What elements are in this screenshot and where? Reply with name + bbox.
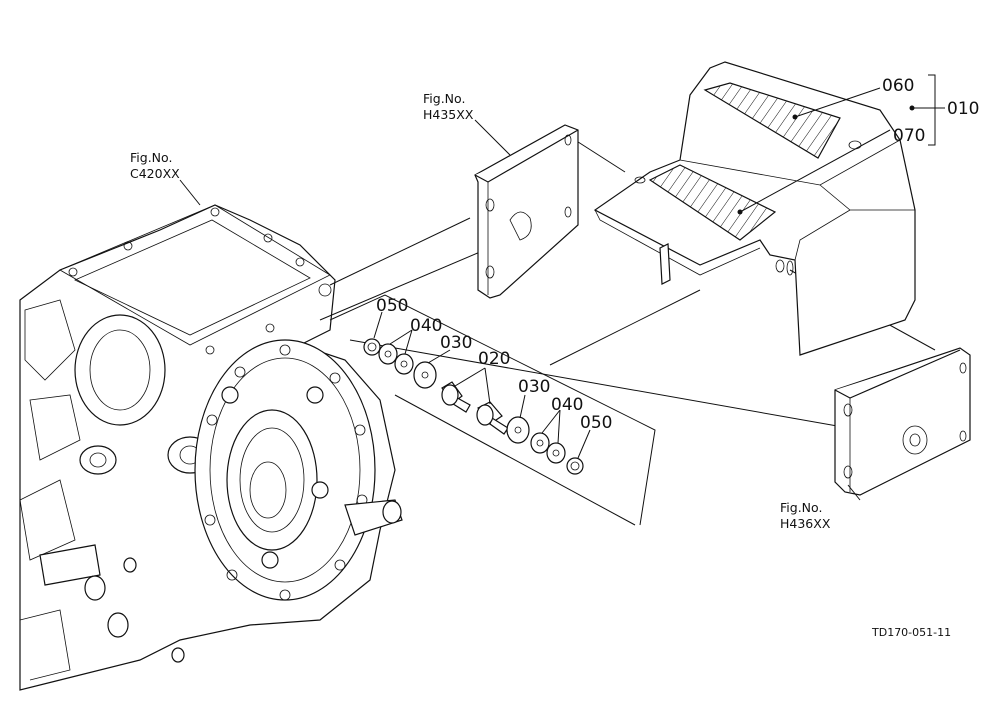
part-labels: 060 070 010 050 040 030 020 030 040 050 [376, 76, 979, 433]
label-010: 010 [947, 99, 979, 119]
label-050-right: 050 [580, 413, 612, 433]
washer-040-right-a [530, 432, 550, 454]
nut-050-left [363, 338, 381, 356]
fig-ref-h435-line1: Fig.No. [423, 91, 465, 106]
washer-030-right [506, 416, 530, 444]
nut-050-right [566, 457, 584, 475]
hardware-leader-lines [373, 311, 591, 459]
fig-ref-c420-line1: Fig.No. [130, 150, 172, 165]
bolt-020-b [476, 401, 509, 435]
bracket-h435 [474, 124, 579, 299]
label-060: 060 [882, 76, 914, 96]
fig-ref-c420-line2: C420XX [130, 166, 180, 181]
assembly-leader-lines [319, 139, 936, 526]
washer-030-left [413, 361, 437, 389]
washer-040-left-b [394, 353, 414, 375]
fig-ref-h436-line2: H436XX [780, 516, 831, 531]
hardware-group-box [329, 294, 656, 526]
label-040-right: 040 [551, 395, 583, 415]
figure-references: Fig.No. H435XX Fig.No. C420XX Fig.No. H4… [130, 91, 831, 531]
callout-leaders [179, 74, 945, 501]
washer-040-right-b [546, 442, 566, 464]
bracket-h436 [834, 347, 971, 496]
fig-ref-h436-line1: Fig.No. [780, 500, 822, 515]
decal-060 [703, 82, 841, 159]
fig-ref-h435-line2: H435XX [423, 107, 474, 122]
label-020: 020 [478, 349, 510, 369]
label-030-left: 030 [440, 333, 472, 353]
label-040-left: 040 [410, 316, 442, 336]
washer-040-left-a [378, 343, 398, 365]
label-030-right: 030 [518, 377, 550, 397]
transmission-housing [19, 204, 403, 691]
label-050-left: 050 [376, 296, 408, 316]
decal-070 [648, 164, 777, 241]
bolt-020-a [441, 381, 471, 413]
drawing-code: TD170-051-11 [871, 626, 951, 639]
label-070: 070 [893, 126, 925, 146]
